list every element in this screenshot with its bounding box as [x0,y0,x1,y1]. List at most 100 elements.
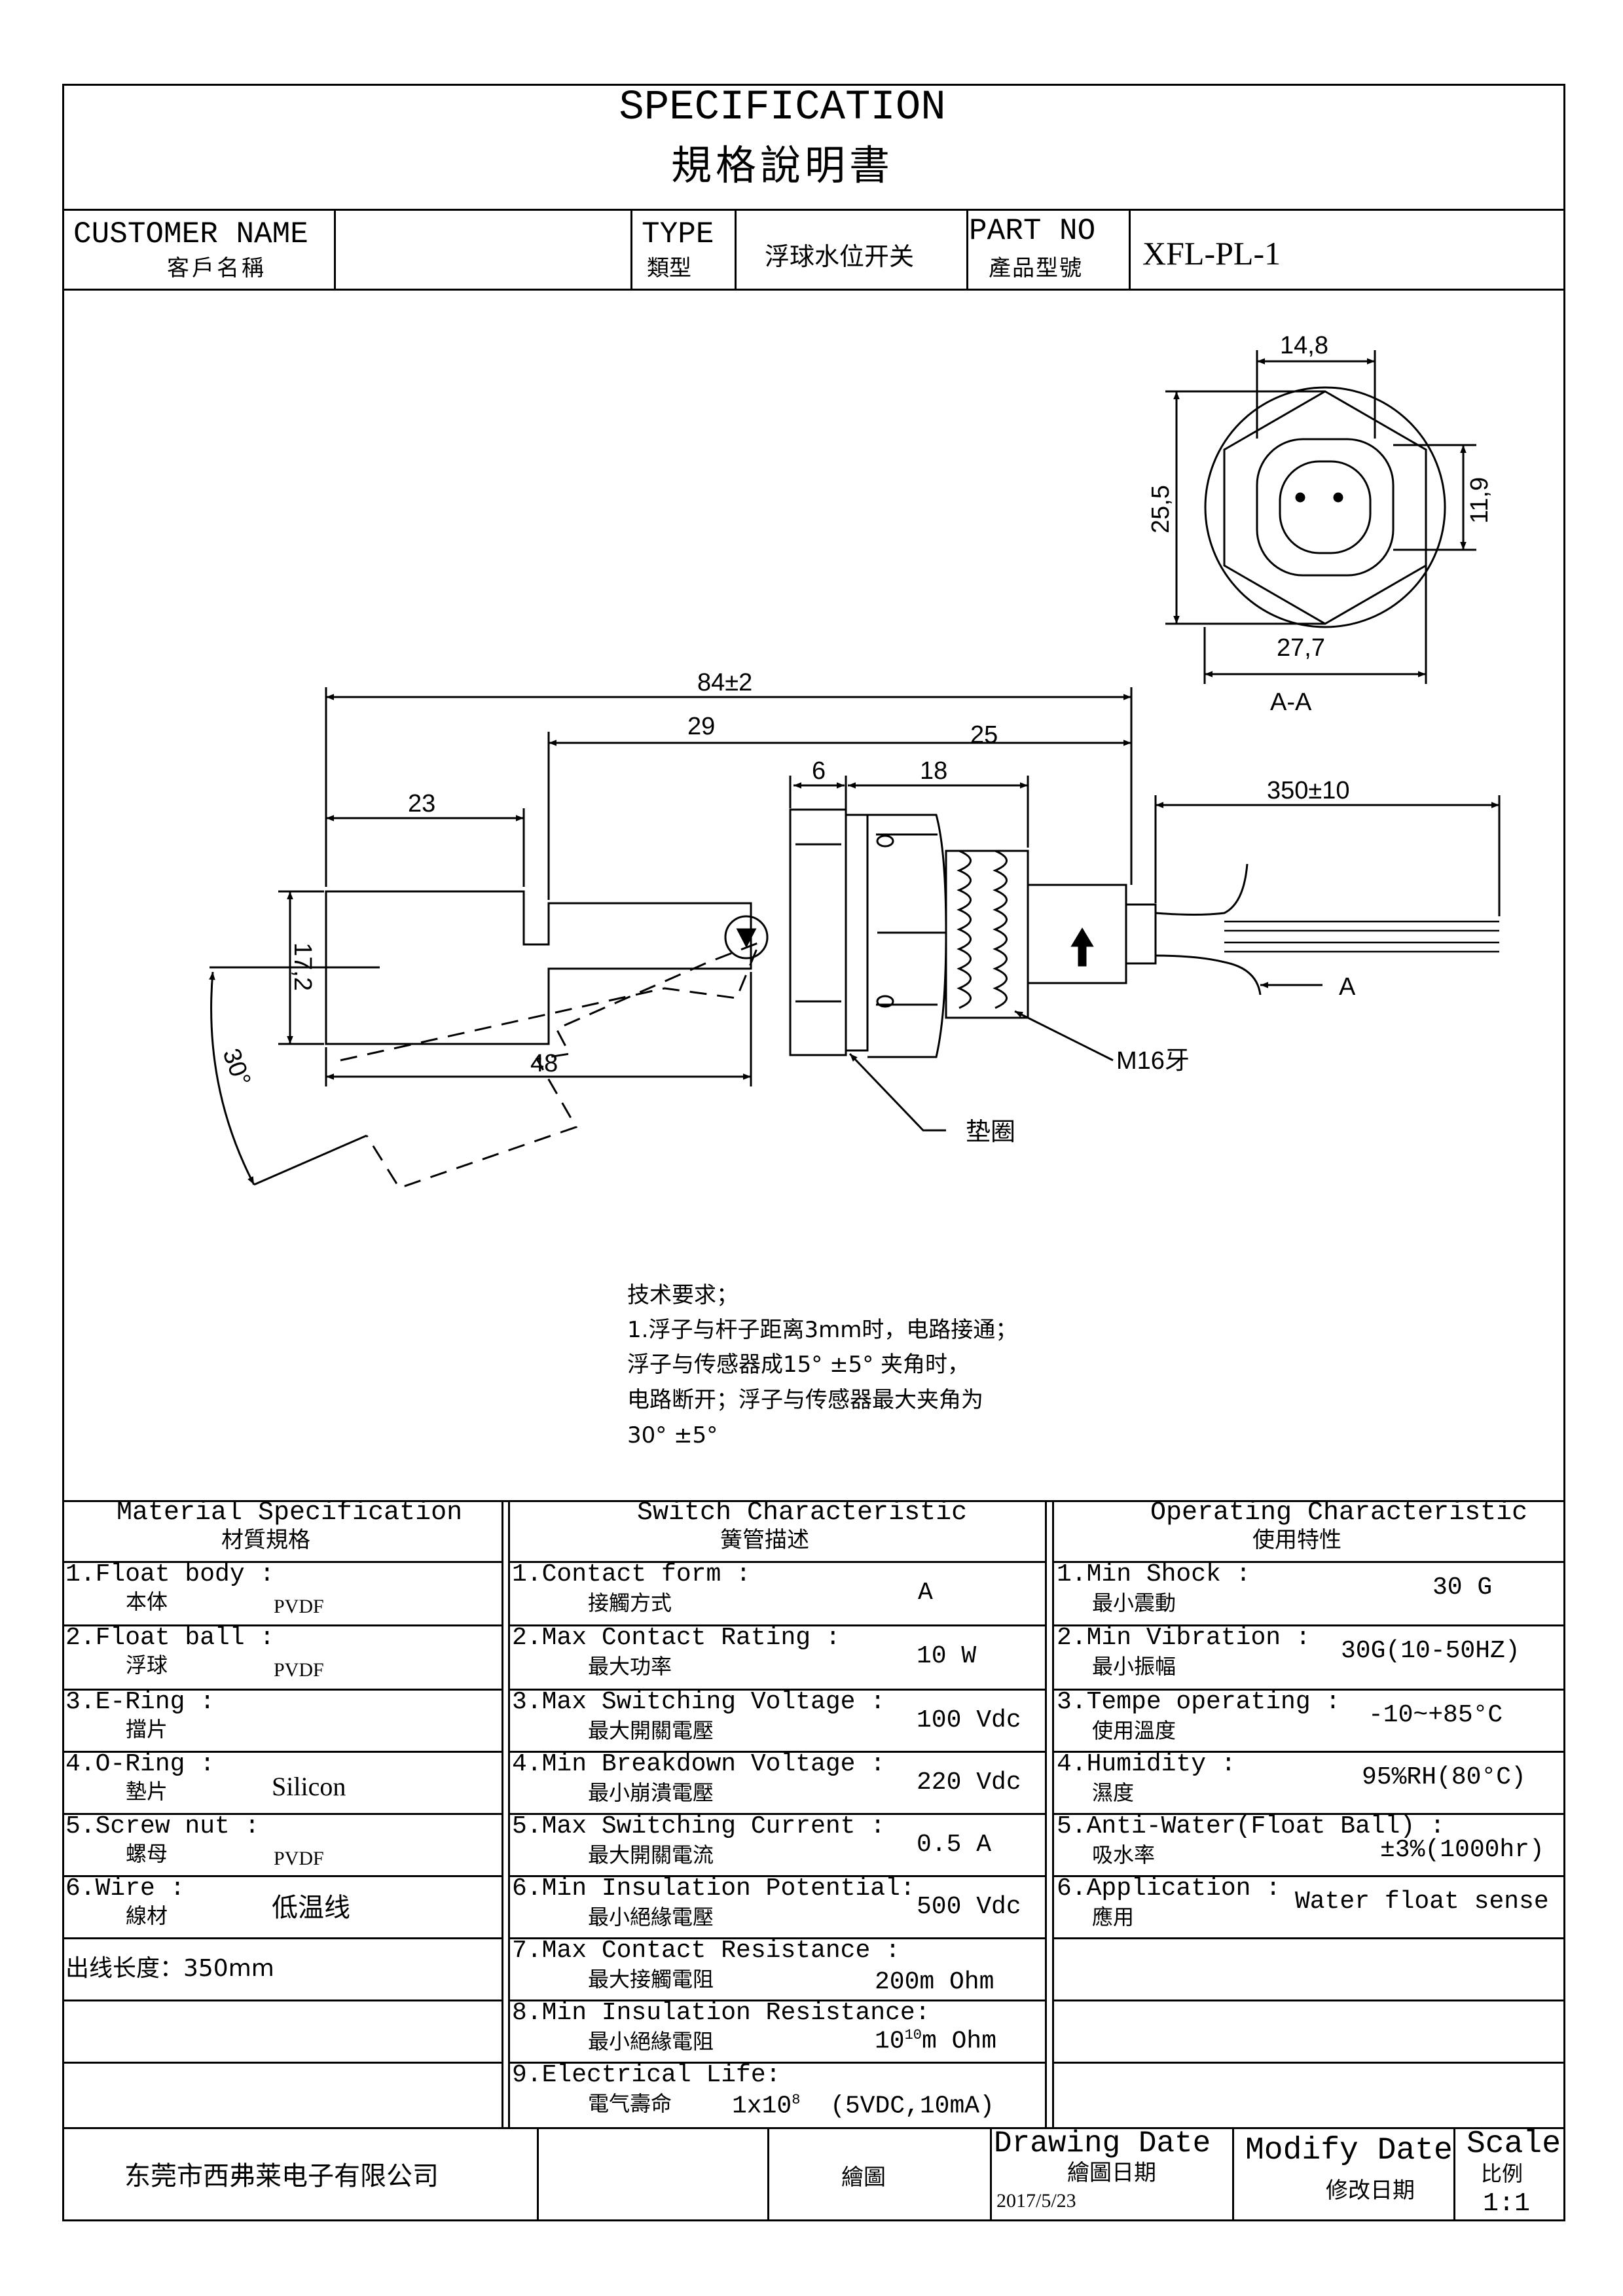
drawn-label: 繪圖 [841,2164,886,2191]
switch-row-value: 0.5 A [917,1831,992,1859]
operating-row-label: 5.Anti-Water(Float Ball) : [1057,1812,1445,1840]
switch-row-label: 7.Max Contact Resistance : [512,1937,900,1965]
dim-14-8: 14,8 [1280,332,1328,359]
footer-divider [990,2127,992,2221]
operating-row-label: 2.Min Vibration : [1057,1624,1311,1652]
footer-divider [767,2127,769,2221]
section-label: A-A [1270,689,1312,716]
operating-header: Operating Characteristic [1150,1498,1528,1528]
row-line [510,1751,1045,1753]
operating-row-value: 30G(10-50HZ) [1341,1637,1520,1665]
angle-30: 30° [217,1045,256,1090]
material-header-zh: 材質規格 [221,1527,310,1553]
float-body [325,890,752,1045]
row-line [1053,1751,1565,1753]
row-line [62,1689,501,1691]
row-line [510,2062,1045,2064]
material-row-label-zh: 浮球 [126,1653,168,1677]
operating-row-label: 4.Humidity : [1057,1750,1236,1778]
part-no-label: PART NO [969,214,1096,248]
float-rotated-outline [340,941,761,1189]
arrow-a-label: A [1339,973,1356,1001]
dim-29: 29 [687,713,715,740]
operating-row-value: -10~+85°C [1368,1701,1503,1729]
header-divider [334,209,336,289]
table-divider [501,1500,503,2127]
material-row-label-zh: 線材 [126,1903,168,1928]
row-line [62,1561,501,1563]
tech-req-line1: 1.浮子与杆子距离3mm时，电路接通； [627,1317,1018,1343]
dim-11-9: 11,9 [1466,477,1493,524]
switch-row-label: 9.Electrical Life: [512,2061,781,2089]
row-line [1053,1561,1565,1563]
switch-row-label-zh: 最大功率 [588,1654,672,1679]
row-line [62,1813,501,1815]
switch-row-value-exponent: 8 [792,2092,801,2108]
row-line [1053,2000,1565,2001]
row-line [510,1689,1045,1691]
row-line [510,1561,1045,1563]
scale-label-zh: 比例 [1481,2161,1523,2186]
drawing-date-label-zh: 繪圖日期 [1067,2160,1156,2186]
footer-divider [537,2127,539,2221]
switch-row-value: 1010m Ohm [875,2028,996,2054]
row-line [510,1813,1045,1815]
type-value: 浮球水位开关 [765,242,915,271]
operating-row-label-zh: 最小振幅 [1092,1654,1176,1679]
material-row-value: PVDF [274,1659,324,1681]
switch-row-value: 220 Vdc [917,1768,1021,1797]
switch-row-label: 6.Min Insulation Potential: [512,1874,915,1903]
switch-row-value: 10 W [917,1642,977,1670]
switch-row-value: A [918,1579,933,1607]
switch-row-label-zh: 最大開關電壓 [588,1718,714,1743]
material-row-label: 5.Screw nut : [65,1812,260,1840]
drawing-date-label: Drawing Date [994,2126,1211,2161]
operating-row-label-zh: 最小震動 [1092,1590,1176,1615]
switch-row-value: 200m Ohm [875,1968,994,1996]
type-label-zh: 類型 [647,255,691,281]
switch-row-label-zh: 最小絕緣電壓 [588,1905,714,1929]
material-row-label: 出线长度：350mm [65,1955,274,1982]
material-row-label-zh: 墊片 [126,1779,168,1804]
title-zh: 規格說明書 [670,141,894,189]
material-row-label: 4.O-Ring : [65,1750,215,1778]
dim-25-5: 25,5 [1147,485,1175,533]
tech-req-line3: 电路断开；浮子与传感器最大夹角为 [627,1387,983,1413]
operating-row-value: 95%RH(80°C) [1362,1763,1526,1791]
modify-date-label-zh: 修改日期 [1326,2178,1415,2204]
material-row-label: 6.Wire : [65,1874,185,1903]
customer-name-label-zh: 客戶名稱 [167,255,266,281]
switch-row-label: 3.Max Switching Voltage : [512,1688,886,1716]
dim-84: 84±2 [697,669,752,696]
header-line-bottom [62,289,1565,291]
material-row-value: 低温线 [272,1893,350,1922]
row-line [510,1875,1045,1877]
row-line [510,1937,1045,1939]
row-line [62,2062,501,2064]
tech-req-line2: 浮子与传感器成15° ±5° 夹角时， [627,1352,970,1378]
material-row-label: 3.E-Ring : [65,1688,215,1716]
switch-row-value: 1x108 (5VDC,10mA) [732,2093,994,2119]
header-line-top [62,209,1565,211]
switch-row-value-tail: m Ohm [922,2027,997,2056]
operating-row-label-zh: 使用溫度 [1092,1718,1176,1743]
drawing-date-value: 2017/5/23 [996,2190,1076,2212]
switch-row-value: 500 Vdc [917,1893,1021,1921]
scale-label: Scale [1467,2126,1561,2162]
material-row-label: 2.Float ball : [65,1624,275,1652]
footer-divider [1453,2127,1455,2221]
technical-drawing: 14,8 25,5 11,9 27,7 A-A 84±2 29 25 6 18 … [209,332,1501,1189]
dim-17-2: 17,2 [289,942,316,991]
title-en: SPECIFICATION [619,84,946,132]
switch-row-label: 2.Max Contact Rating : [512,1624,841,1652]
header-divider [735,209,737,289]
material-row-value: PVDF [274,1596,324,1617]
switch-row-value-base: 10 [875,2027,905,2056]
switch-row-label: 4.Min Breakdown Voltage : [512,1750,886,1778]
footer-top-line [62,2127,1565,2129]
row-line [62,1751,501,1753]
operating-row-value: Water float sense [1295,1888,1549,1916]
header-divider [1129,209,1131,289]
operating-row-label: 3.Tempe operating : [1057,1688,1341,1716]
pivot [724,915,769,960]
